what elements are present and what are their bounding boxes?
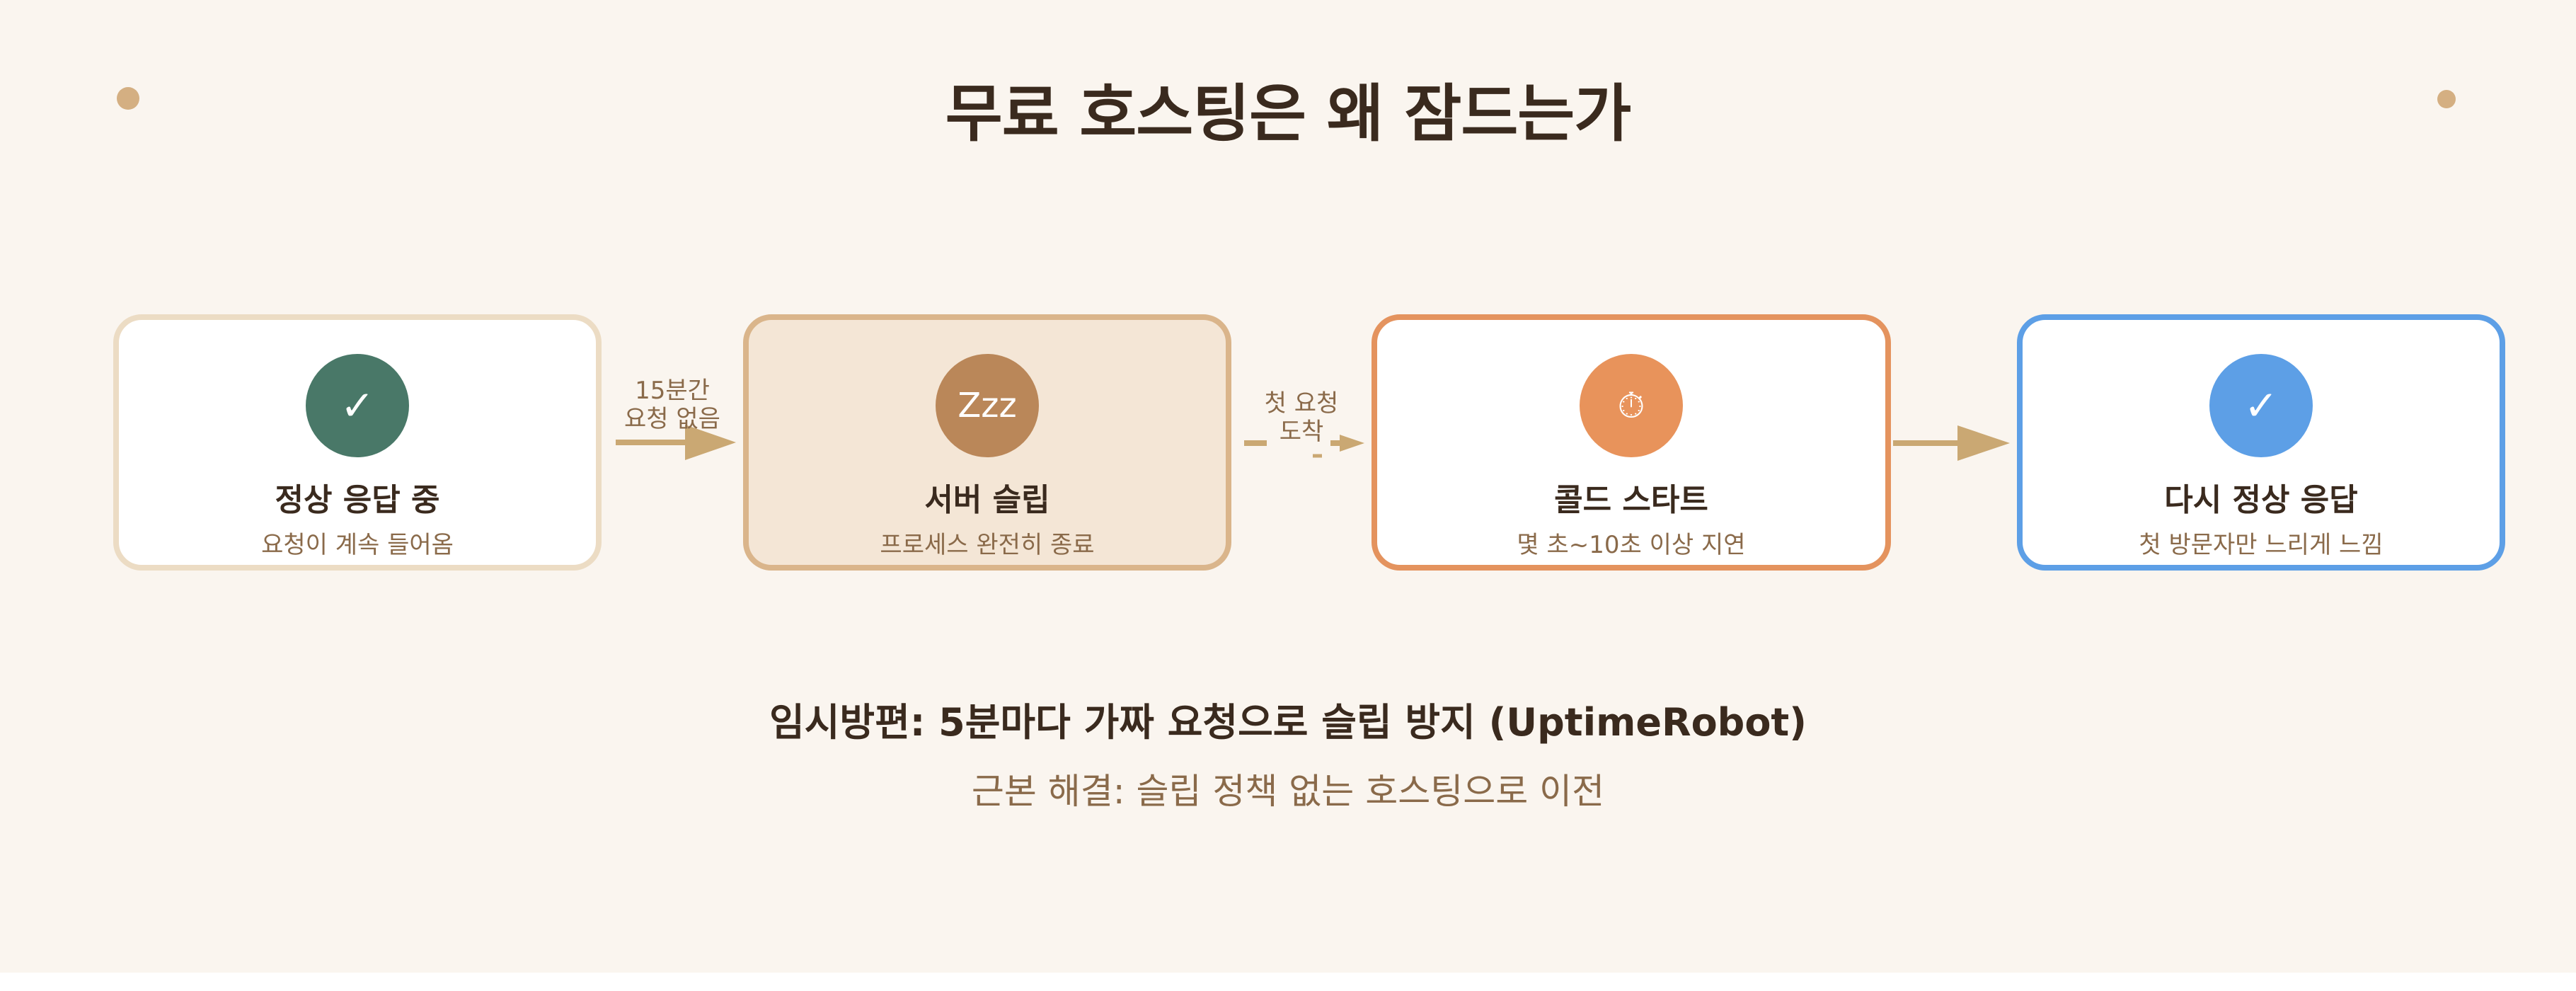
workaround-note: 임시방편: 5분마다 가짜 요청으로 슬립 방지 (UptimeRobot)	[769, 700, 1807, 745]
step-description: 몇 초~10초 이상 지연	[1517, 531, 1746, 559]
arrow-sleep	[616, 425, 736, 460]
transition-label-line: 요청 없음	[624, 405, 720, 433]
step-title: 서버 슬립	[924, 482, 1050, 518]
arrow-recover	[1893, 425, 2010, 461]
step-description: 요청이 계속 들어옴	[261, 531, 454, 559]
decorative-dot-right	[2437, 90, 2456, 108]
transition-label-line: 15분간	[635, 377, 710, 405]
step-normal-again: ✓ 다시 정상 응답 첫 방문자만 느리게 느낌	[2017, 314, 2505, 571]
arrow-sleep-head	[685, 425, 736, 460]
step-description: 프로세스 완전히 종료	[880, 531, 1095, 559]
stopwatch-icon: ⏱	[1580, 354, 1683, 457]
step-description: 첫 방문자만 느리게 느낌	[2139, 531, 2384, 559]
transition-label-first-request: 첫 요청 도착	[1231, 389, 1372, 446]
arrow-recover-head	[1957, 425, 2010, 461]
arrow-cold-start-head	[1340, 435, 1364, 452]
step-normal-response: ✓ 정상 응답 중 요청이 계속 들어옴	[113, 314, 602, 571]
check-icon: ✓	[306, 354, 409, 457]
arrow-cold-start	[1244, 435, 1364, 458]
solution-note: 근본 해결: 슬립 정책 없는 호스팅으로 이전	[971, 771, 1605, 812]
diagram-title: 무료 호스팅은 왜 잠드는가	[945, 77, 1631, 150]
sleep-icon: Zzz	[936, 354, 1039, 457]
transition-label-no-requests: 15분간 요청 없음	[602, 377, 743, 433]
decorative-dot-left	[117, 87, 139, 110]
transition-label-line: 도착	[1279, 418, 1324, 446]
step-title: 콜드 스타트	[1554, 482, 1708, 518]
step-title: 다시 정상 응답	[2164, 482, 2358, 518]
step-server-sleep: Zzz 서버 슬립 프로세스 완전히 종료	[743, 314, 1231, 571]
step-title: 정상 응답 중	[275, 482, 440, 518]
transition-label-line: 첫 요청	[1264, 389, 1339, 418]
step-cold-start: ⏱ 콜드 스타트 몇 초~10초 이상 지연	[1372, 314, 1891, 571]
check-icon: ✓	[2209, 354, 2313, 457]
